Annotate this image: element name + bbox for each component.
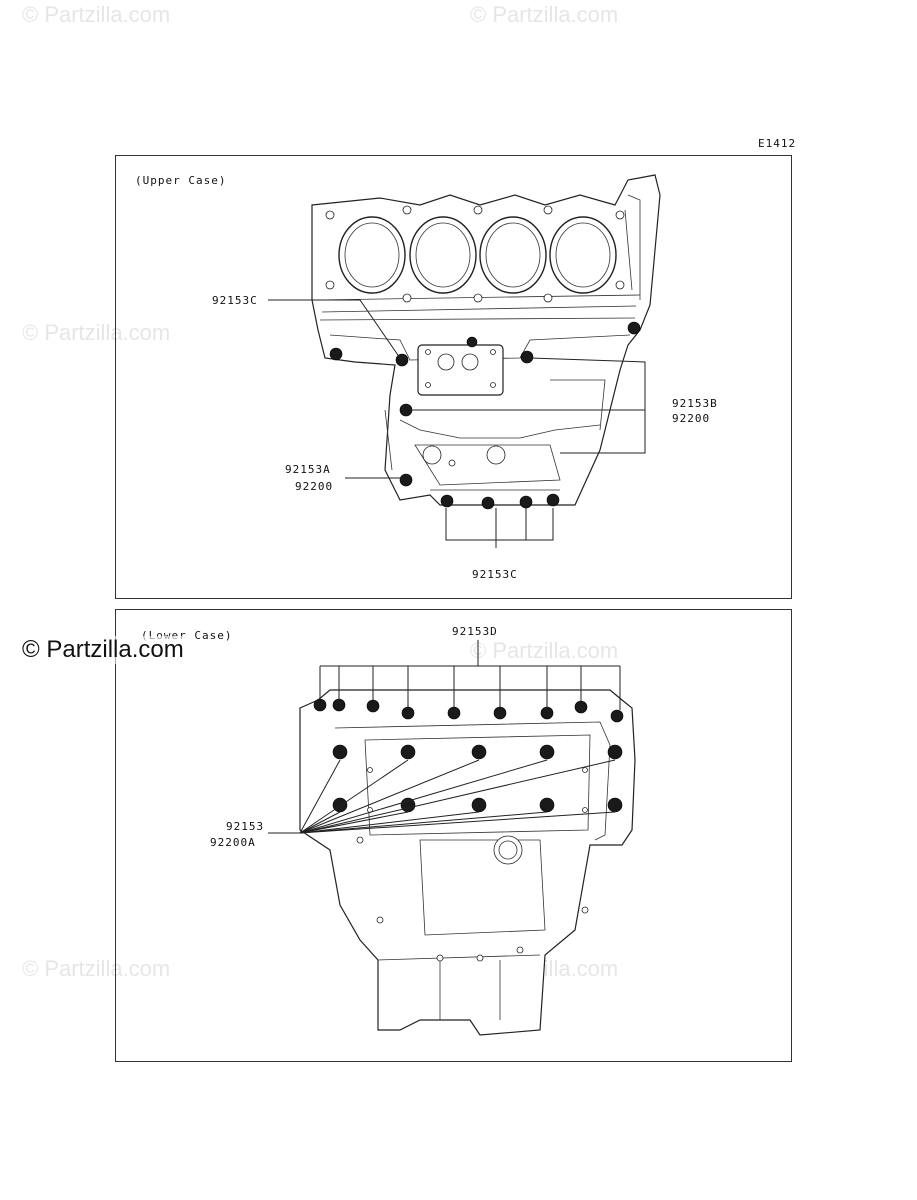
label-92200a: 92200A xyxy=(210,836,256,849)
label-92153a: 92153A xyxy=(285,463,331,476)
label-92200-right: 92200 xyxy=(672,412,711,425)
watermark-lower-center: © Partzilla.com xyxy=(470,638,619,663)
watermark-top-left: © Partzilla.com xyxy=(22,2,171,27)
label-92153c-top: 92153C xyxy=(212,294,258,307)
upper-case-panel xyxy=(115,155,792,599)
watermark-top-center: © Partzilla.com xyxy=(470,2,619,27)
watermark-bottom-left: © Partzilla.com xyxy=(22,956,171,981)
watermark-mid-left: © Partzilla.com xyxy=(22,320,171,345)
upper-case-caption: (Upper Case) xyxy=(135,174,227,187)
label-92153: 92153 xyxy=(226,820,265,833)
diagram-code: E1412 xyxy=(758,137,797,150)
lower-case-panel xyxy=(115,609,792,1062)
upper-crankcase xyxy=(268,174,661,548)
lower-crankcase xyxy=(268,640,636,1036)
label-92153b: 92153B xyxy=(672,397,718,410)
label-92153c-bottom: 92153C xyxy=(472,568,518,581)
watermark-emphasized: © Partzilla.com xyxy=(22,636,184,664)
label-92153d: 92153D xyxy=(452,625,498,638)
label-92200-left: 92200 xyxy=(295,480,334,493)
